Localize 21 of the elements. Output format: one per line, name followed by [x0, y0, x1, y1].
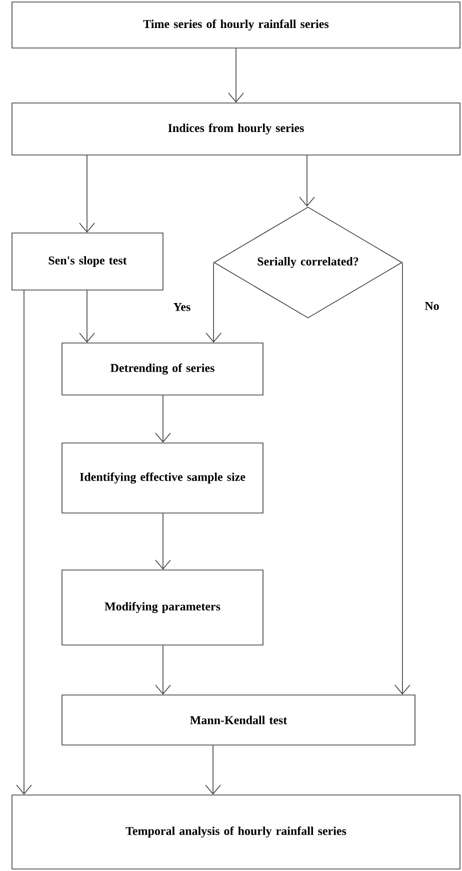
arrow — [16, 290, 32, 795]
process-box: Detrending of series — [62, 342, 264, 396]
process-box: Modifying parameters — [62, 570, 264, 646]
arrow — [299, 155, 315, 207]
edge-label: No — [424, 301, 440, 311]
process-box: Identifying effective sample size — [62, 442, 264, 514]
process-box: Time series of hourly rainfall series — [12, 2, 460, 48]
process-box: Indices from hourly series — [12, 102, 460, 156]
edge-label: Yes — [172, 302, 192, 312]
arrow — [394, 262, 410, 695]
arrow — [206, 262, 222, 343]
process-box: Sen's slope test — [12, 232, 164, 290]
arrow — [155, 645, 171, 695]
arrow — [205, 745, 221, 795]
process-box: Mann-Kendall test — [62, 694, 416, 746]
arrow — [79, 290, 95, 343]
arrow — [155, 395, 171, 443]
process-box: Temporal analysis of hourly rainfall series — [12, 794, 460, 870]
arrow — [228, 48, 244, 103]
arrow — [155, 513, 171, 570]
arrow — [79, 155, 95, 233]
